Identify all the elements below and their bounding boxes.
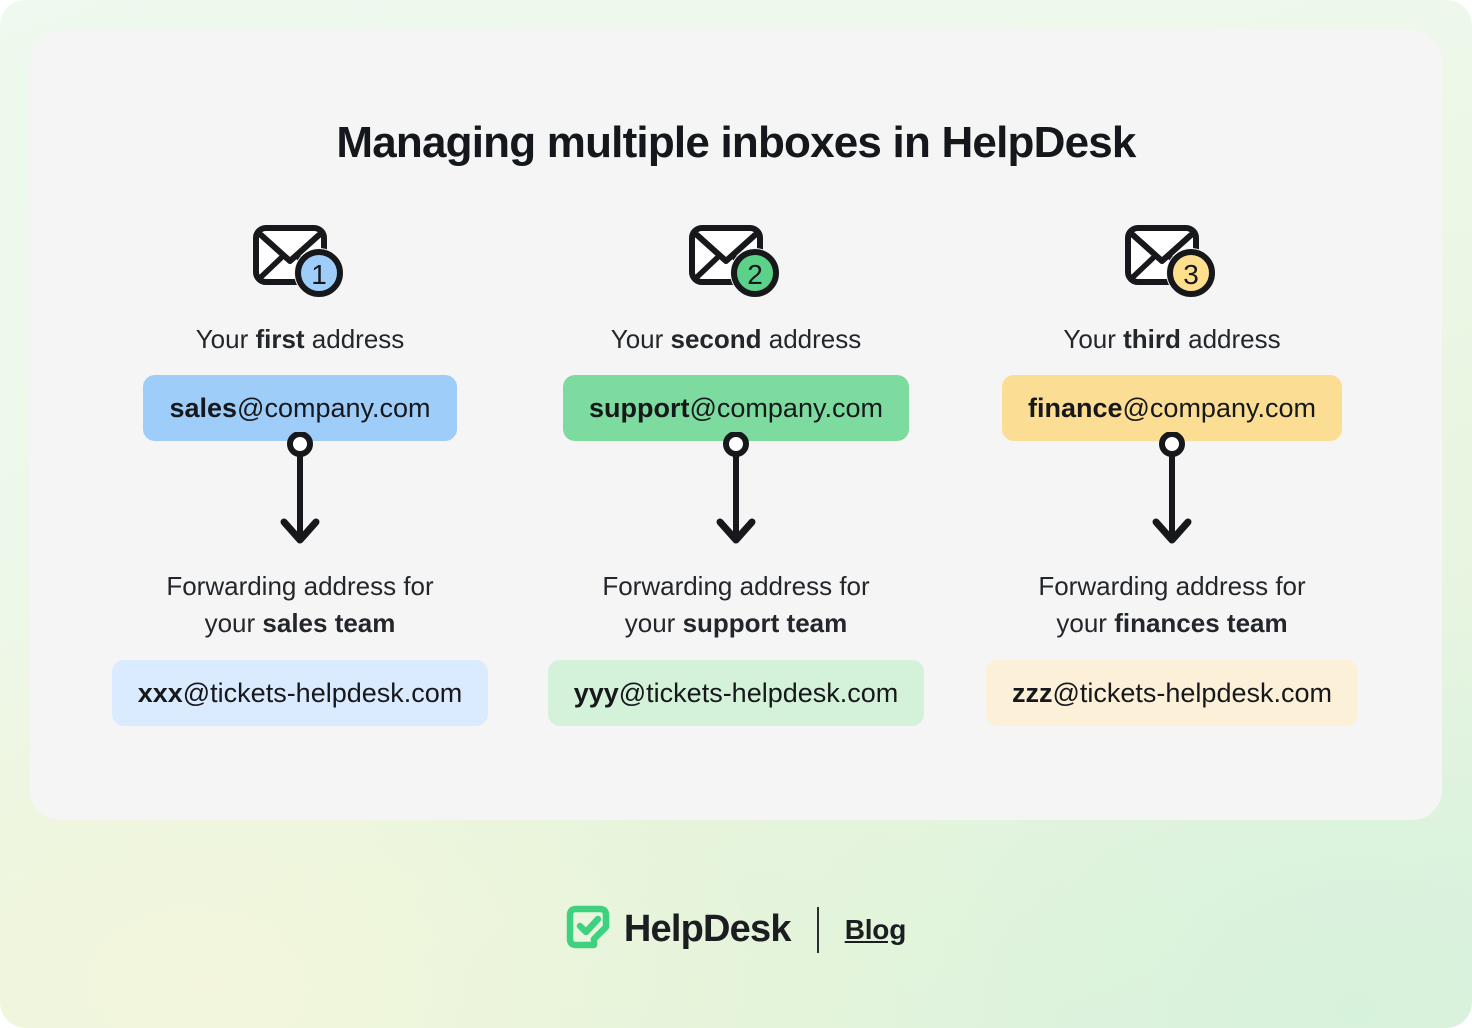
blog-link[interactable]: Blog xyxy=(844,913,907,945)
envelope-icon: 2 xyxy=(686,220,786,302)
source-address-user: sales xyxy=(169,392,238,423)
forwarding-address-domain: @tickets-helpdesk.com xyxy=(1052,677,1332,708)
forwarding-line-2-prefix: your xyxy=(624,608,683,639)
infographic-card: Managing multiple inboxes in HelpDesk 1 … xyxy=(30,30,1442,820)
address-label-strong: second xyxy=(670,324,762,354)
source-address-pill-2[interactable]: support@company.com xyxy=(563,375,909,442)
inbox-column-2: 2 Your second address support@company.co… xyxy=(526,220,946,726)
brand-name: HelpDesk xyxy=(623,908,792,950)
footer: HelpDesk Blog xyxy=(0,905,1472,954)
forwarding-address-user: xxx xyxy=(137,677,183,708)
inbox-columns: 1 Your first address sales@company.com xyxy=(30,220,1442,726)
address-label-prefix: Your xyxy=(610,324,671,354)
forwarding-caption-1: Forwarding address for your sales team xyxy=(166,568,433,642)
forwarding-line-1: Forwarding address for xyxy=(602,571,870,602)
down-arrow-icon xyxy=(1142,431,1202,556)
forwarding-address-pill-2[interactable]: yyy@tickets-helpdesk.com xyxy=(547,660,925,726)
forwarding-line-1: Forwarding address for xyxy=(166,571,434,602)
address-label-suffix: address xyxy=(304,324,405,354)
address-label-2: Your second address xyxy=(611,324,862,355)
forwarding-address-domain: @tickets-helpdesk.com xyxy=(182,677,463,708)
forwarding-line-2-strong: support team xyxy=(682,608,848,639)
forwarding-caption-2: Forwarding address for your support team xyxy=(602,568,869,642)
source-address-domain: @company.com xyxy=(689,392,883,423)
down-arrow-icon xyxy=(706,431,766,556)
forwarding-address-user: zzz xyxy=(1011,677,1053,708)
address-label-suffix: address xyxy=(1180,324,1281,354)
helpdesk-logo-icon xyxy=(566,905,610,954)
badge-number-1: 1 xyxy=(311,259,327,290)
badge-circle-1 xyxy=(295,249,343,297)
source-address-domain: @company.com xyxy=(237,392,431,423)
badge-circle-2 xyxy=(731,249,779,297)
envelope-icon: 3 xyxy=(1122,220,1222,302)
forwarding-line-2-prefix: your xyxy=(204,608,263,639)
envelope-icon: 1 xyxy=(250,220,350,302)
forwarding-caption-3: Forwarding address for your finances tea… xyxy=(1038,568,1305,642)
source-address-user: finance xyxy=(1027,392,1123,423)
badge-number-3: 3 xyxy=(1183,259,1199,290)
page-title: Managing multiple inboxes in HelpDesk xyxy=(336,118,1136,167)
forwarding-address-user: yyy xyxy=(573,677,619,708)
forwarding-line-2-strong: finances team xyxy=(1114,608,1288,639)
forwarding-address-pill-1[interactable]: xxx@tickets-helpdesk.com xyxy=(111,660,489,726)
inbox-column-1: 1 Your first address sales@company.com xyxy=(90,220,510,726)
source-address-domain: @company.com xyxy=(1122,392,1316,423)
address-label-prefix: Your xyxy=(1063,324,1124,354)
source-address-pill-3[interactable]: finance@company.com xyxy=(1001,375,1342,442)
badge-number-2: 2 xyxy=(747,259,763,290)
brand-lockup[interactable]: HelpDesk xyxy=(566,905,791,954)
down-arrow-icon xyxy=(270,431,330,556)
forwarding-address-pill-3[interactable]: zzz@tickets-helpdesk.com xyxy=(985,660,1358,726)
badge-circle-3 xyxy=(1167,249,1215,297)
forwarding-line-2-prefix: your xyxy=(1056,608,1115,639)
forwarding-line-2-strong: sales team xyxy=(262,608,396,639)
forwarding-line-1: Forwarding address for xyxy=(1038,571,1306,602)
inbox-column-3: 3 Your third address finance@company.com xyxy=(962,220,1382,726)
address-label-prefix: Your xyxy=(195,324,256,354)
source-address-pill-1[interactable]: sales@company.com xyxy=(143,375,457,442)
address-label-strong: first xyxy=(255,324,305,354)
address-label-1: Your first address xyxy=(196,324,405,355)
address-label-strong: third xyxy=(1123,324,1181,354)
forwarding-address-domain: @tickets-helpdesk.com xyxy=(618,677,899,708)
address-label-suffix: address xyxy=(761,324,862,354)
footer-divider xyxy=(816,906,819,953)
source-address-user: support xyxy=(589,392,690,423)
address-label-3: Your third address xyxy=(1063,324,1280,355)
